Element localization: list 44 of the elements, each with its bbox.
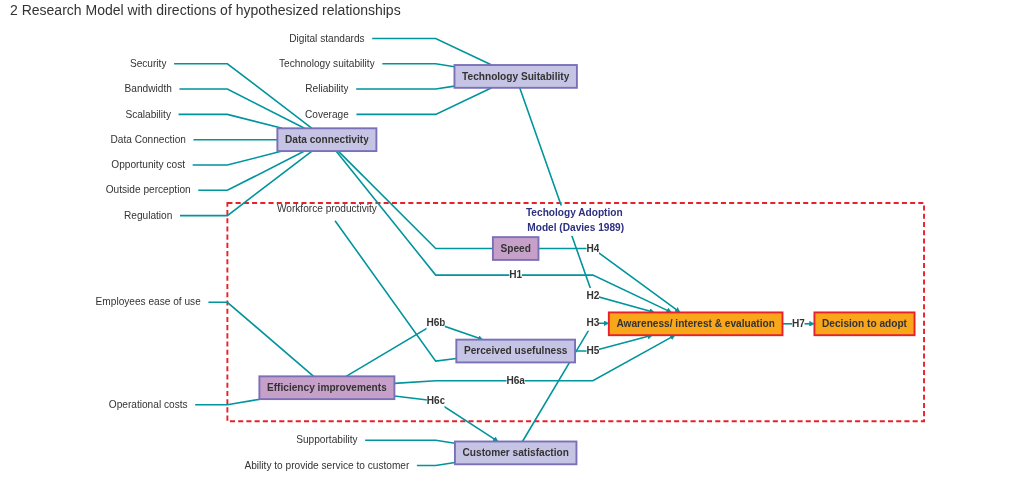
node-text: Operational costs (108, 399, 188, 410)
connector (355, 85, 456, 90)
node-text: Bandwidth (124, 83, 172, 95)
edge-label: H7 (791, 318, 805, 329)
node-text: Digital standards (289, 32, 365, 44)
arrow (335, 150, 672, 313)
node-text: Outside perception (105, 184, 191, 196)
connector (371, 37, 493, 66)
node-box: Efficiency improvements (258, 375, 396, 401)
edge-label: H3 (586, 317, 600, 329)
node-box: Perceived usefulness (455, 338, 576, 364)
node-text: Ability to provide service to customer (244, 459, 410, 471)
connector (179, 150, 313, 217)
edge-label: H6a (506, 375, 525, 386)
node-box: Speed (491, 236, 540, 261)
connector (416, 461, 456, 467)
node-text: Employees ease of use (95, 296, 201, 308)
connector (355, 87, 493, 116)
edge-label: H2 (586, 289, 600, 301)
connector (207, 301, 315, 378)
node-text: Regulation (123, 209, 173, 221)
edge-label: H4 (586, 242, 600, 254)
node-text: Security (129, 58, 167, 69)
node-text: Opportunity cost (111, 159, 186, 171)
connector (173, 62, 313, 130)
edge-label: H6b (426, 317, 446, 329)
diagram-title: 2 Research Model with directions of hypothesized relationships (10, 2, 401, 18)
node-text: Technology suitability (279, 58, 375, 69)
edge-label: H1 (509, 269, 523, 281)
node-text: Reliability (305, 83, 349, 95)
node-box: Technology Suitability (453, 64, 578, 89)
node-box: Customer satisfaction (454, 440, 578, 466)
node-box: Data connectivity (276, 127, 378, 153)
node-box: Decision to adopt (813, 311, 916, 337)
connector (178, 88, 306, 130)
edge-label: H5 (586, 345, 600, 357)
node-text: Supportability (296, 434, 358, 446)
node-box: Awareness/ interest & evaluation (607, 311, 784, 337)
node-text: Coverage (304, 108, 349, 120)
node-text: Scalability (125, 108, 171, 120)
connector (197, 150, 306, 192)
node-text: Data Connection (110, 133, 186, 145)
edge-label: H6c (426, 395, 446, 407)
arrow (518, 87, 655, 314)
